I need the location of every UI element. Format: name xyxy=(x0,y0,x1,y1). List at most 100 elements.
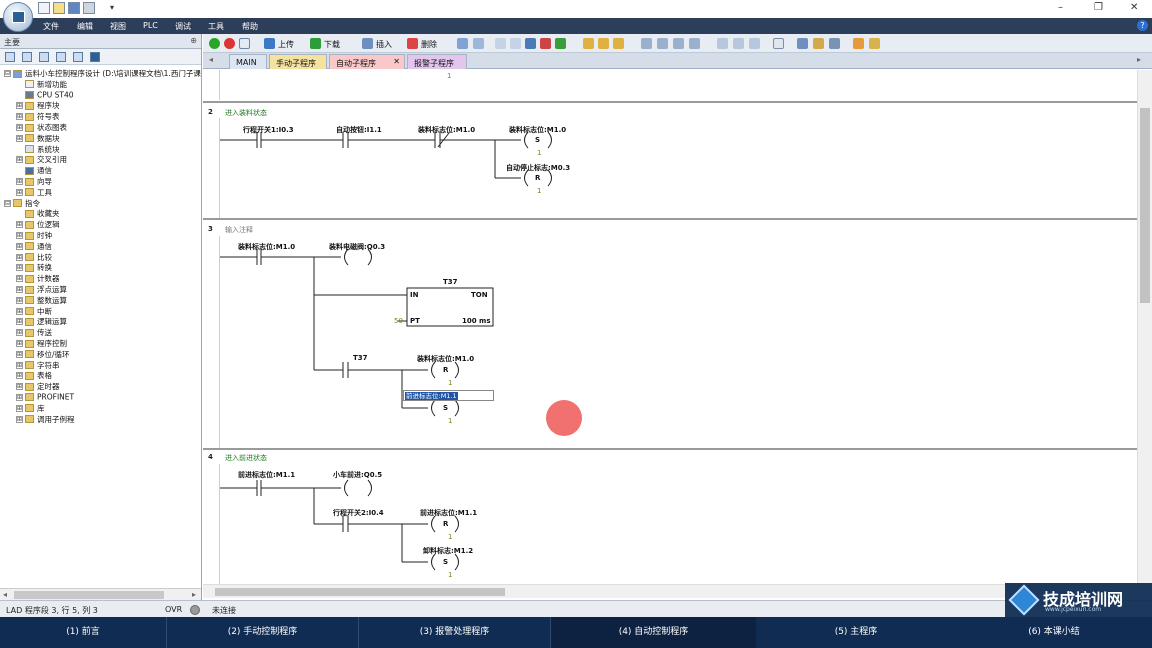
expand-toggle-icon[interactable]: ⊞ xyxy=(16,232,23,239)
expand-toggle-icon[interactable]: ⊞ xyxy=(16,221,23,229)
symbol-table-icon[interactable] xyxy=(797,38,808,49)
run-icon[interactable] xyxy=(209,38,220,49)
tree-item[interactable]: ⊞状态图表 xyxy=(16,122,67,133)
expand-toggle-icon[interactable]: ⊟ xyxy=(4,199,11,207)
editor-vertical-scrollbar[interactable] xyxy=(1137,70,1152,584)
coil-icon[interactable] xyxy=(733,38,744,49)
tree-item[interactable]: ⊞表格 xyxy=(16,370,52,381)
expand-toggle-icon[interactable]: ⊞ xyxy=(16,404,23,412)
tree-item[interactable]: ⊞工具 xyxy=(16,187,52,198)
lock-icon[interactable] xyxy=(598,38,609,49)
view-icon[interactable] xyxy=(5,52,15,62)
tree-item[interactable]: ⊞交叉引用 xyxy=(16,154,67,165)
expand-toggle-icon[interactable]: ⊞ xyxy=(16,124,23,131)
lesson-chapter-2[interactable]: (2) 手动控制程序 xyxy=(227,627,298,637)
cross-reference-icon[interactable] xyxy=(853,38,864,49)
expand-toggle-icon[interactable]: ⊞ xyxy=(16,188,23,196)
branch-icon[interactable] xyxy=(689,38,700,49)
pin-icon[interactable]: ⊕ xyxy=(190,36,197,45)
insert-button[interactable]: 插入 xyxy=(376,40,392,49)
tree-item[interactable]: ⊞通信 xyxy=(16,241,52,252)
expand-toggle-icon[interactable]: ⊞ xyxy=(16,156,23,164)
box-icon[interactable] xyxy=(749,38,760,49)
contact-label[interactable]: T37 xyxy=(353,354,368,362)
tab-auto-subroutine[interactable]: 自动子程序 ✕ xyxy=(329,54,405,69)
delete-button[interactable]: 删除 xyxy=(421,40,437,49)
menu-debug[interactable]: 调试 xyxy=(175,22,191,31)
network-title[interactable]: 进入装料状态 xyxy=(225,109,267,117)
branch-icon[interactable] xyxy=(641,38,652,49)
selected-operand[interactable]: 前进标志位:M1.1 xyxy=(405,392,458,400)
contact-label[interactable]: 前进标志位:M1.1 xyxy=(238,471,296,479)
lesson-chapter-3[interactable]: (3) 报警处理程序 xyxy=(419,627,490,637)
view-icon[interactable] xyxy=(39,52,49,62)
expand-toggle-icon[interactable]: ⊞ xyxy=(16,329,23,337)
expand-toggle-icon[interactable]: ⊞ xyxy=(16,307,23,315)
expand-toggle-icon[interactable]: ⊞ xyxy=(16,275,23,283)
scroll-right-icon[interactable]: ▸ xyxy=(192,590,197,599)
tree-item[interactable]: ⊞中断 xyxy=(16,306,52,317)
tab-scroll-right-icon[interactable]: ▸ xyxy=(1137,55,1142,64)
expand-toggle-icon[interactable]: ⊞ xyxy=(16,383,23,391)
data-block-icon[interactable] xyxy=(829,38,840,49)
branch-icon[interactable] xyxy=(657,38,668,49)
print-icon[interactable] xyxy=(83,2,95,14)
tree-item[interactable]: ⊞移位/循环 xyxy=(16,349,70,360)
branch-icon[interactable] xyxy=(673,38,684,49)
expand-toggle-icon[interactable]: ⊞ xyxy=(16,361,23,369)
coil-count[interactable]: 1 xyxy=(448,533,453,541)
expand-toggle-icon[interactable]: ⊞ xyxy=(16,102,23,110)
download-button[interactable]: 下载 xyxy=(324,40,340,49)
tab-main[interactable]: MAIN xyxy=(229,54,267,69)
expand-toggle-icon[interactable]: ⊞ xyxy=(16,415,23,423)
lesson-chapter-1[interactable]: (1) 前言 xyxy=(66,627,100,637)
close-tab-icon[interactable]: ✕ xyxy=(393,57,400,66)
edit-icon[interactable] xyxy=(495,38,506,49)
expand-toggle-icon[interactable]: ⊞ xyxy=(16,264,23,272)
panel-horizontal-scrollbar[interactable]: ◂ ▸ xyxy=(0,588,201,600)
network-icon[interactable] xyxy=(457,38,468,49)
view-icon[interactable] xyxy=(73,52,83,62)
tree-item[interactable]: ⊞数据块 xyxy=(16,133,60,144)
coil-count[interactable]: 1 xyxy=(448,571,453,579)
expand-toggle-icon[interactable]: ⊞ xyxy=(16,318,23,326)
contact-label[interactable]: 行程开关1:I0.3 xyxy=(243,126,294,134)
contact-label[interactable]: 装料标志位:M1.0 xyxy=(418,126,476,134)
coil-label[interactable]: 前进标志位:M1.1 xyxy=(420,509,478,517)
tree-item[interactable]: ⊞库 xyxy=(16,403,45,414)
save-icon[interactable] xyxy=(68,2,80,14)
expand-toggle-icon[interactable]: ⊞ xyxy=(16,178,23,185)
tree-item[interactable]: ⊞整数运算 xyxy=(16,295,67,306)
tree-item[interactable]: 收藏夹 xyxy=(16,208,60,219)
scroll-thumb[interactable] xyxy=(14,591,164,599)
edit-icon[interactable] xyxy=(510,38,521,49)
network-title[interactable]: 进入前进状态 xyxy=(225,454,267,462)
scroll-left-icon[interactable]: ◂ xyxy=(3,590,8,599)
tree-item[interactable]: ⊞向导 xyxy=(16,176,52,187)
expand-toggle-icon[interactable]: ⊞ xyxy=(16,340,23,347)
insert-icon[interactable] xyxy=(362,38,373,49)
tree-item[interactable]: ⊞定时器 xyxy=(16,381,60,392)
contact-label[interactable]: 自动按钮:I1.1 xyxy=(336,126,382,134)
menu-tools[interactable]: 工具 xyxy=(208,22,224,31)
upload-icon[interactable] xyxy=(264,38,275,49)
expand-toggle-icon[interactable]: ⊞ xyxy=(16,113,23,121)
restore-button[interactable]: ❐ xyxy=(1094,2,1103,13)
expand-toggle-icon[interactable]: ⊞ xyxy=(16,372,23,380)
download-icon[interactable] xyxy=(310,38,321,49)
lock-icon[interactable] xyxy=(583,38,594,49)
edit-icon[interactable] xyxy=(525,38,536,49)
app-logo-icon[interactable] xyxy=(3,2,33,32)
dropdown-icon[interactable] xyxy=(773,38,784,49)
quick-access-dropdown-icon[interactable]: ▾ xyxy=(110,3,115,12)
expand-toggle-icon[interactable]: ⊟ xyxy=(4,70,11,77)
tree-item[interactable]: ⊞转换 xyxy=(16,262,52,273)
scroll-thumb[interactable] xyxy=(1140,108,1150,303)
view-icon[interactable] xyxy=(56,52,66,62)
menu-plc[interactable]: PLC xyxy=(143,21,158,30)
tree-item[interactable]: ⊞比较 xyxy=(16,252,52,263)
go-to-icon[interactable] xyxy=(555,38,566,49)
expand-toggle-icon[interactable]: ⊞ xyxy=(16,242,23,250)
menu-file[interactable]: 文件 xyxy=(43,22,59,31)
menu-view[interactable]: 视图 xyxy=(110,22,126,31)
